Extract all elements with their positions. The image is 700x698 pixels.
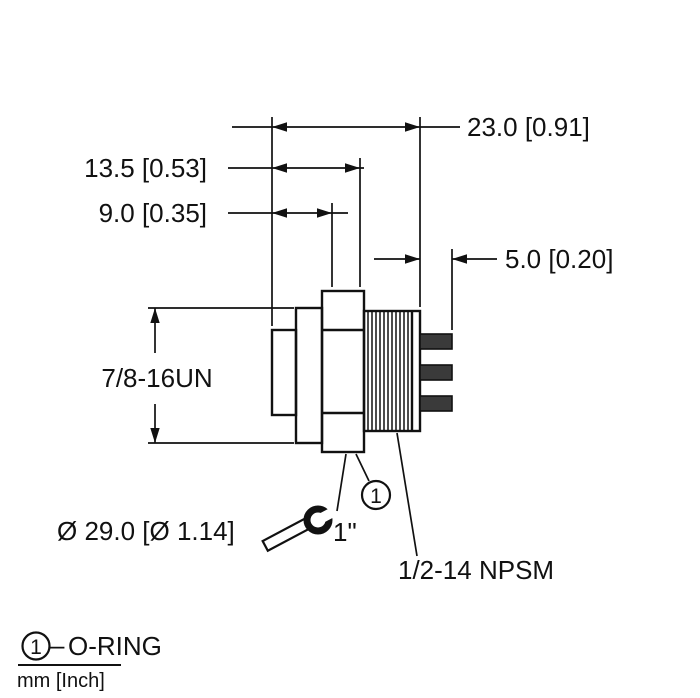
connector-part: [270, 289, 453, 454]
dimension-text-overall-length: 23.0 [0.91]: [467, 112, 590, 142]
coupling-thread-label: 1/2-14 NPSM: [396, 432, 554, 585]
diameter-text: Ø 29.0 [Ø 1.14]: [57, 516, 235, 546]
pin: [419, 364, 453, 381]
dimension-mounting-thread: 7/8-16UN: [101, 307, 294, 444]
legend-dash: –: [50, 630, 65, 660]
callout-circle: [360, 479, 392, 511]
knurl-hatching: [367, 311, 409, 431]
coupling-thread-text: 1/2-14 NPSM: [398, 555, 554, 585]
mounting-thread-barrel: [294, 306, 324, 445]
pin: [419, 395, 453, 412]
legend-callout-number: 1: [30, 636, 42, 659]
leader-line-wrench: [336, 453, 347, 512]
dimension-text-pin-length: 5.0 [0.20]: [505, 244, 613, 274]
diameter-and-wrench-label: Ø 29.0 [Ø 1.14] 1": [57, 453, 357, 553]
pin: [419, 333, 453, 350]
rear-body: [270, 328, 298, 417]
solder-pins: [419, 333, 453, 412]
leader-line-coupling: [396, 432, 418, 557]
callout-number: 1: [370, 485, 382, 508]
arrowhead-right-icon: [405, 122, 420, 132]
dimension-pin-length: 5.0 [0.20]: [374, 244, 613, 330]
dimension-text-mounting-thread: 7/8-16UN: [101, 363, 212, 393]
arrowhead-left-icon: [452, 254, 467, 264]
dimension-body-length: 13.5 [0.53]: [84, 153, 364, 287]
arrowhead-left-icon: [272, 163, 287, 173]
wrench-head: [303, 505, 333, 535]
arrowhead-right-icon: [405, 254, 420, 264]
arrowhead-up-icon: [150, 308, 160, 323]
dimension-text-body-length: 13.5 [0.53]: [84, 153, 207, 183]
wrench-jaw-opening: [318, 507, 337, 524]
arrowhead-down-icon: [150, 428, 160, 443]
arrowhead-left-icon: [272, 208, 287, 218]
dimension-overall-length: 23.0 [0.91]: [232, 112, 590, 326]
hex-nut: [320, 289, 366, 454]
arrowhead-left-icon: [272, 122, 287, 132]
units-text: mm [Inch]: [17, 670, 105, 692]
legend-label: O-RING: [68, 631, 162, 661]
units-footnote: mm [Inch]: [17, 664, 121, 692]
legend: 1 – O-RING: [21, 630, 162, 661]
dimension-front-length: 9.0 [0.35]: [99, 198, 348, 287]
oring-callout: 1: [355, 453, 392, 511]
dimension-text-front-length: 9.0 [0.35]: [99, 198, 207, 228]
arrowhead-right-icon: [317, 208, 332, 218]
leader-line-callout: [355, 453, 370, 482]
wrench-icon: [261, 505, 337, 553]
arrowhead-right-icon: [345, 163, 360, 173]
legend-callout-circle: [21, 631, 51, 661]
wrench-size-text: 1": [333, 517, 357, 547]
